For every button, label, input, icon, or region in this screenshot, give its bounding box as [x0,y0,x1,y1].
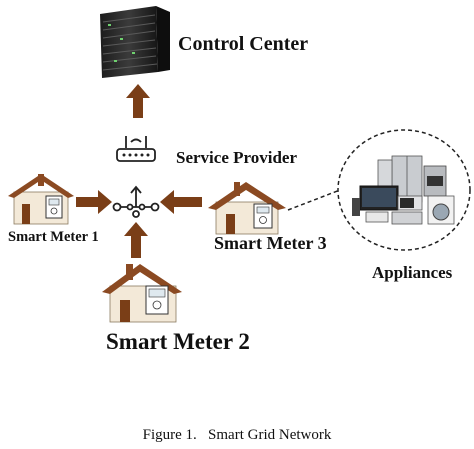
router-icon [116,136,156,162]
appliances-icon [352,155,455,225]
appliances-label: Appliances [372,263,453,282]
service-provider-label: Service Provider [176,148,298,167]
smart-meter-3-label: Smart Meter 3 [214,233,327,253]
network-hub-icon [112,185,160,218]
house-smart-meter-3-icon [208,182,286,235]
control-center-label: Control Center [178,33,309,55]
figure-caption: Figure 1. Smart Grid Network [142,427,332,443]
appliances-connector [287,129,471,251]
smart-meter-1-label: Smart Meter 1 [8,229,99,245]
arrow-from-smart-meter-1 [76,190,112,214]
arrow-to-control-center [126,84,150,118]
smart-meter-2-label: Smart Meter 2 [106,329,250,354]
house-smart-meter-1-icon [8,174,74,225]
arrow-from-smart-meter-3 [160,190,202,214]
server-rack-icon [100,6,170,78]
house-smart-meter-2-icon [102,264,182,323]
arrow-from-smart-meter-2 [124,222,148,258]
